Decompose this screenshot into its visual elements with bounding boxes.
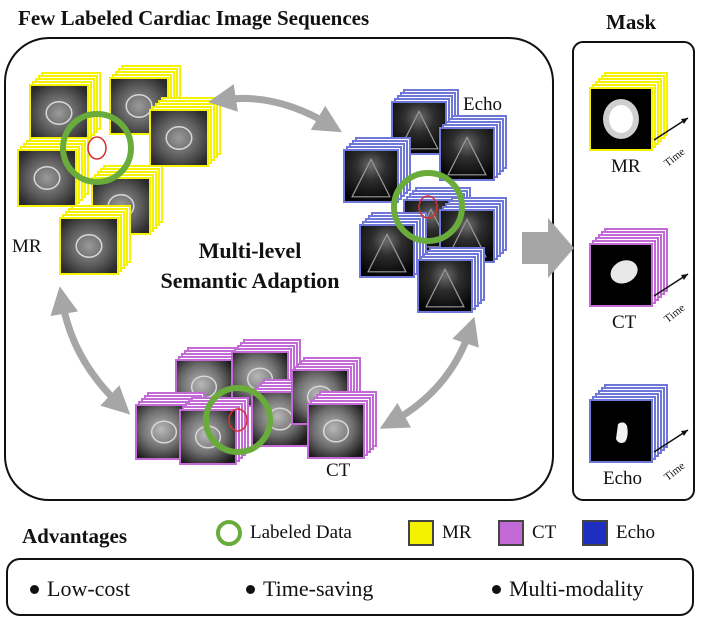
mr-mask-core <box>609 105 633 133</box>
echo-image-slice <box>343 149 399 203</box>
echo-image-stack <box>417 247 485 313</box>
echo-image-slice <box>417 259 473 313</box>
time-axis-arrow <box>653 429 689 453</box>
center-label-line1: Multi-level <box>198 238 302 263</box>
time-axis-arrow <box>653 273 689 297</box>
echo-image-stack <box>439 115 507 181</box>
ct-swatch-icon <box>498 520 524 546</box>
center-label-line2: Semantic Adaption <box>160 268 340 293</box>
mr-heart-shape <box>45 101 73 125</box>
legend-mr-label: MR <box>442 522 472 543</box>
advantage-label: Low-cost <box>47 576 131 601</box>
ct-image-slice <box>307 403 365 459</box>
mr-swatch-icon <box>408 520 434 546</box>
legend-labeled-data-label: Labeled Data <box>250 522 352 543</box>
ct-mask-stack <box>589 228 689 307</box>
bullet-icon <box>492 584 501 594</box>
label-contour <box>87 136 107 160</box>
legend-mr: MR <box>408 520 472 546</box>
advantage-label: Time-saving <box>263 576 374 601</box>
bullet-icon <box>30 584 39 594</box>
echo-mask-stack <box>589 384 689 463</box>
advantage-item: Low-cost <box>30 576 130 602</box>
mr-heart-shape <box>125 94 153 118</box>
page-title: Few Labeled Cardiac Image Sequences <box>18 6 370 30</box>
mask-label-ct: CT <box>612 312 637 333</box>
center-label: Multi-level Semantic Adaption <box>130 236 370 296</box>
label-echo: Echo <box>463 94 503 115</box>
mask-panel <box>572 41 695 501</box>
legend-ct-label: CT <box>532 522 557 543</box>
mr-heart-shape <box>33 166 61 190</box>
image-stacks <box>17 65 507 465</box>
mr-heart-shape <box>75 234 103 258</box>
echo-cone-shape <box>351 158 391 198</box>
mask-title: Mask <box>606 10 657 34</box>
mr-mask-stack <box>589 72 689 151</box>
mr-image-slice <box>149 109 209 167</box>
mr-heart-shape <box>165 126 193 150</box>
mr-image-slice <box>59 217 119 275</box>
arrow-mr-echo <box>208 84 343 133</box>
arrows <box>50 84 479 429</box>
ct-image-stack <box>307 391 377 459</box>
echo-swatch-icon <box>582 520 608 546</box>
echo-image-slice <box>439 127 495 181</box>
mask-label-mr: MR <box>611 156 641 177</box>
legend-ct: CT <box>498 520 556 546</box>
time-axis-arrow <box>653 117 689 141</box>
echo-image-stack <box>343 137 411 203</box>
advantage-item: Multi-modality <box>492 576 643 602</box>
advantages-title: Advantages <box>22 524 128 548</box>
label-contour <box>418 195 438 219</box>
mr-image-stack <box>149 97 221 167</box>
mask-label-echo: Echo <box>603 468 643 489</box>
arrow-to-mask <box>522 218 574 278</box>
advantage-item: Time-saving <box>246 576 373 602</box>
time-arrowhead-icon <box>681 118 688 124</box>
label-contour <box>228 408 248 432</box>
time-arrowhead-icon <box>681 430 688 436</box>
advantages-box: Low-cost Time-saving Multi-modality <box>6 558 694 616</box>
echo-cone-shape <box>399 110 439 150</box>
mr-image-slice <box>29 84 89 142</box>
bullet-icon <box>246 584 255 594</box>
mr-image-stack <box>17 137 89 207</box>
advantage-label: Multi-modality <box>509 576 644 601</box>
labeled-ring-icon <box>216 520 242 546</box>
legend-labeled-data: Labeled Data <box>216 520 352 546</box>
mr-image-stack <box>59 205 131 275</box>
labeled-data-ring <box>60 111 134 185</box>
label-mr: MR <box>12 236 42 257</box>
arrow-mr-ct <box>50 286 131 415</box>
arrow-ct-echo <box>379 316 479 429</box>
legend-echo-label: Echo <box>616 522 656 543</box>
echo-mask-blob <box>616 422 628 443</box>
mask-stacks <box>589 72 689 463</box>
echo-cone-shape <box>367 233 407 273</box>
ct-heart-shape <box>150 420 178 444</box>
ct-mask-blob <box>610 260 638 284</box>
ct-heart-shape <box>322 419 350 443</box>
labeled-data-ring <box>391 170 465 244</box>
label-ct: CT <box>326 460 351 481</box>
echo-cone-shape <box>425 268 465 308</box>
legend-echo: Echo <box>582 520 655 546</box>
echo-cone-shape <box>447 136 487 176</box>
time-arrowhead-icon <box>681 274 688 280</box>
labeled-data-ring <box>203 385 273 455</box>
